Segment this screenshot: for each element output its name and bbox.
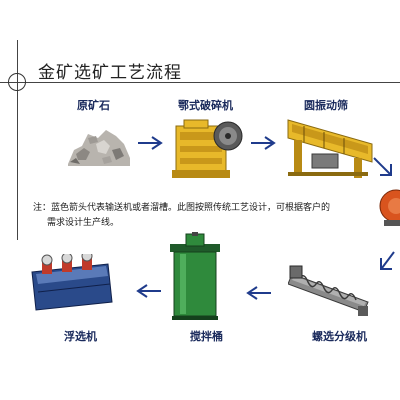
- corner-circle: [8, 73, 26, 91]
- arrow-classifier-to-tank: [244, 286, 272, 300]
- label-spiral-classifier: 螺选分级机: [312, 330, 367, 343]
- label-agitation-tank: 搅拌桶: [190, 330, 223, 343]
- flotation-machine-image: [28, 254, 114, 314]
- ball-mill-image: [376, 186, 400, 226]
- vibrating-screen-image: [284, 110, 376, 182]
- label-vibrating-screen: 圆振动筛: [304, 99, 348, 112]
- arrow-crusher-to-screen: [250, 136, 278, 150]
- label-ore: 原矿石: [77, 99, 110, 112]
- arrow-mill-to-classifier: [378, 250, 398, 272]
- arrow-ore-to-crusher: [137, 136, 165, 150]
- frame-left-line: [17, 40, 18, 240]
- arrow-screen-to-mill: [372, 156, 396, 180]
- spiral-classifier-image: [288, 262, 372, 318]
- jaw-crusher-image: [170, 112, 246, 180]
- arrow-tank-to-flotation: [134, 284, 162, 298]
- page-title: 金矿选矿工艺流程: [38, 63, 182, 83]
- agitation-tank-image: [166, 232, 224, 322]
- ore-pile-image: [66, 120, 132, 168]
- label-flotation: 浮选机: [64, 330, 97, 343]
- label-jaw-crusher: 鄂式破碎机: [178, 99, 233, 112]
- note-line-2: 需求设计生产线。: [47, 218, 120, 228]
- note-line-1: 注：蓝色箭头代表输送机或者溜槽。此图按照传统工艺设计，可根据客户的: [33, 203, 331, 213]
- title-underline: [0, 82, 400, 83]
